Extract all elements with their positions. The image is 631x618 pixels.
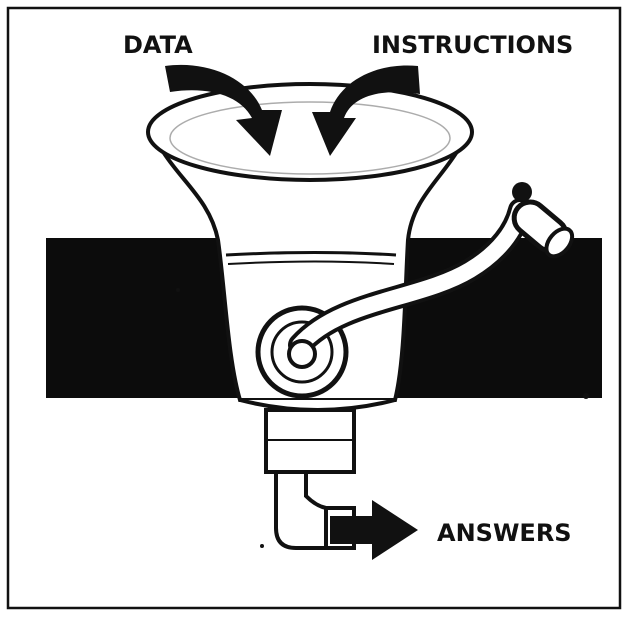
data-label: DATA (123, 33, 193, 57)
instructions-label: INSTRUCTIONS (372, 33, 573, 57)
speck (176, 288, 180, 292)
speck (260, 544, 264, 548)
answers-label: ANSWERS (437, 521, 572, 545)
speck (583, 393, 589, 399)
